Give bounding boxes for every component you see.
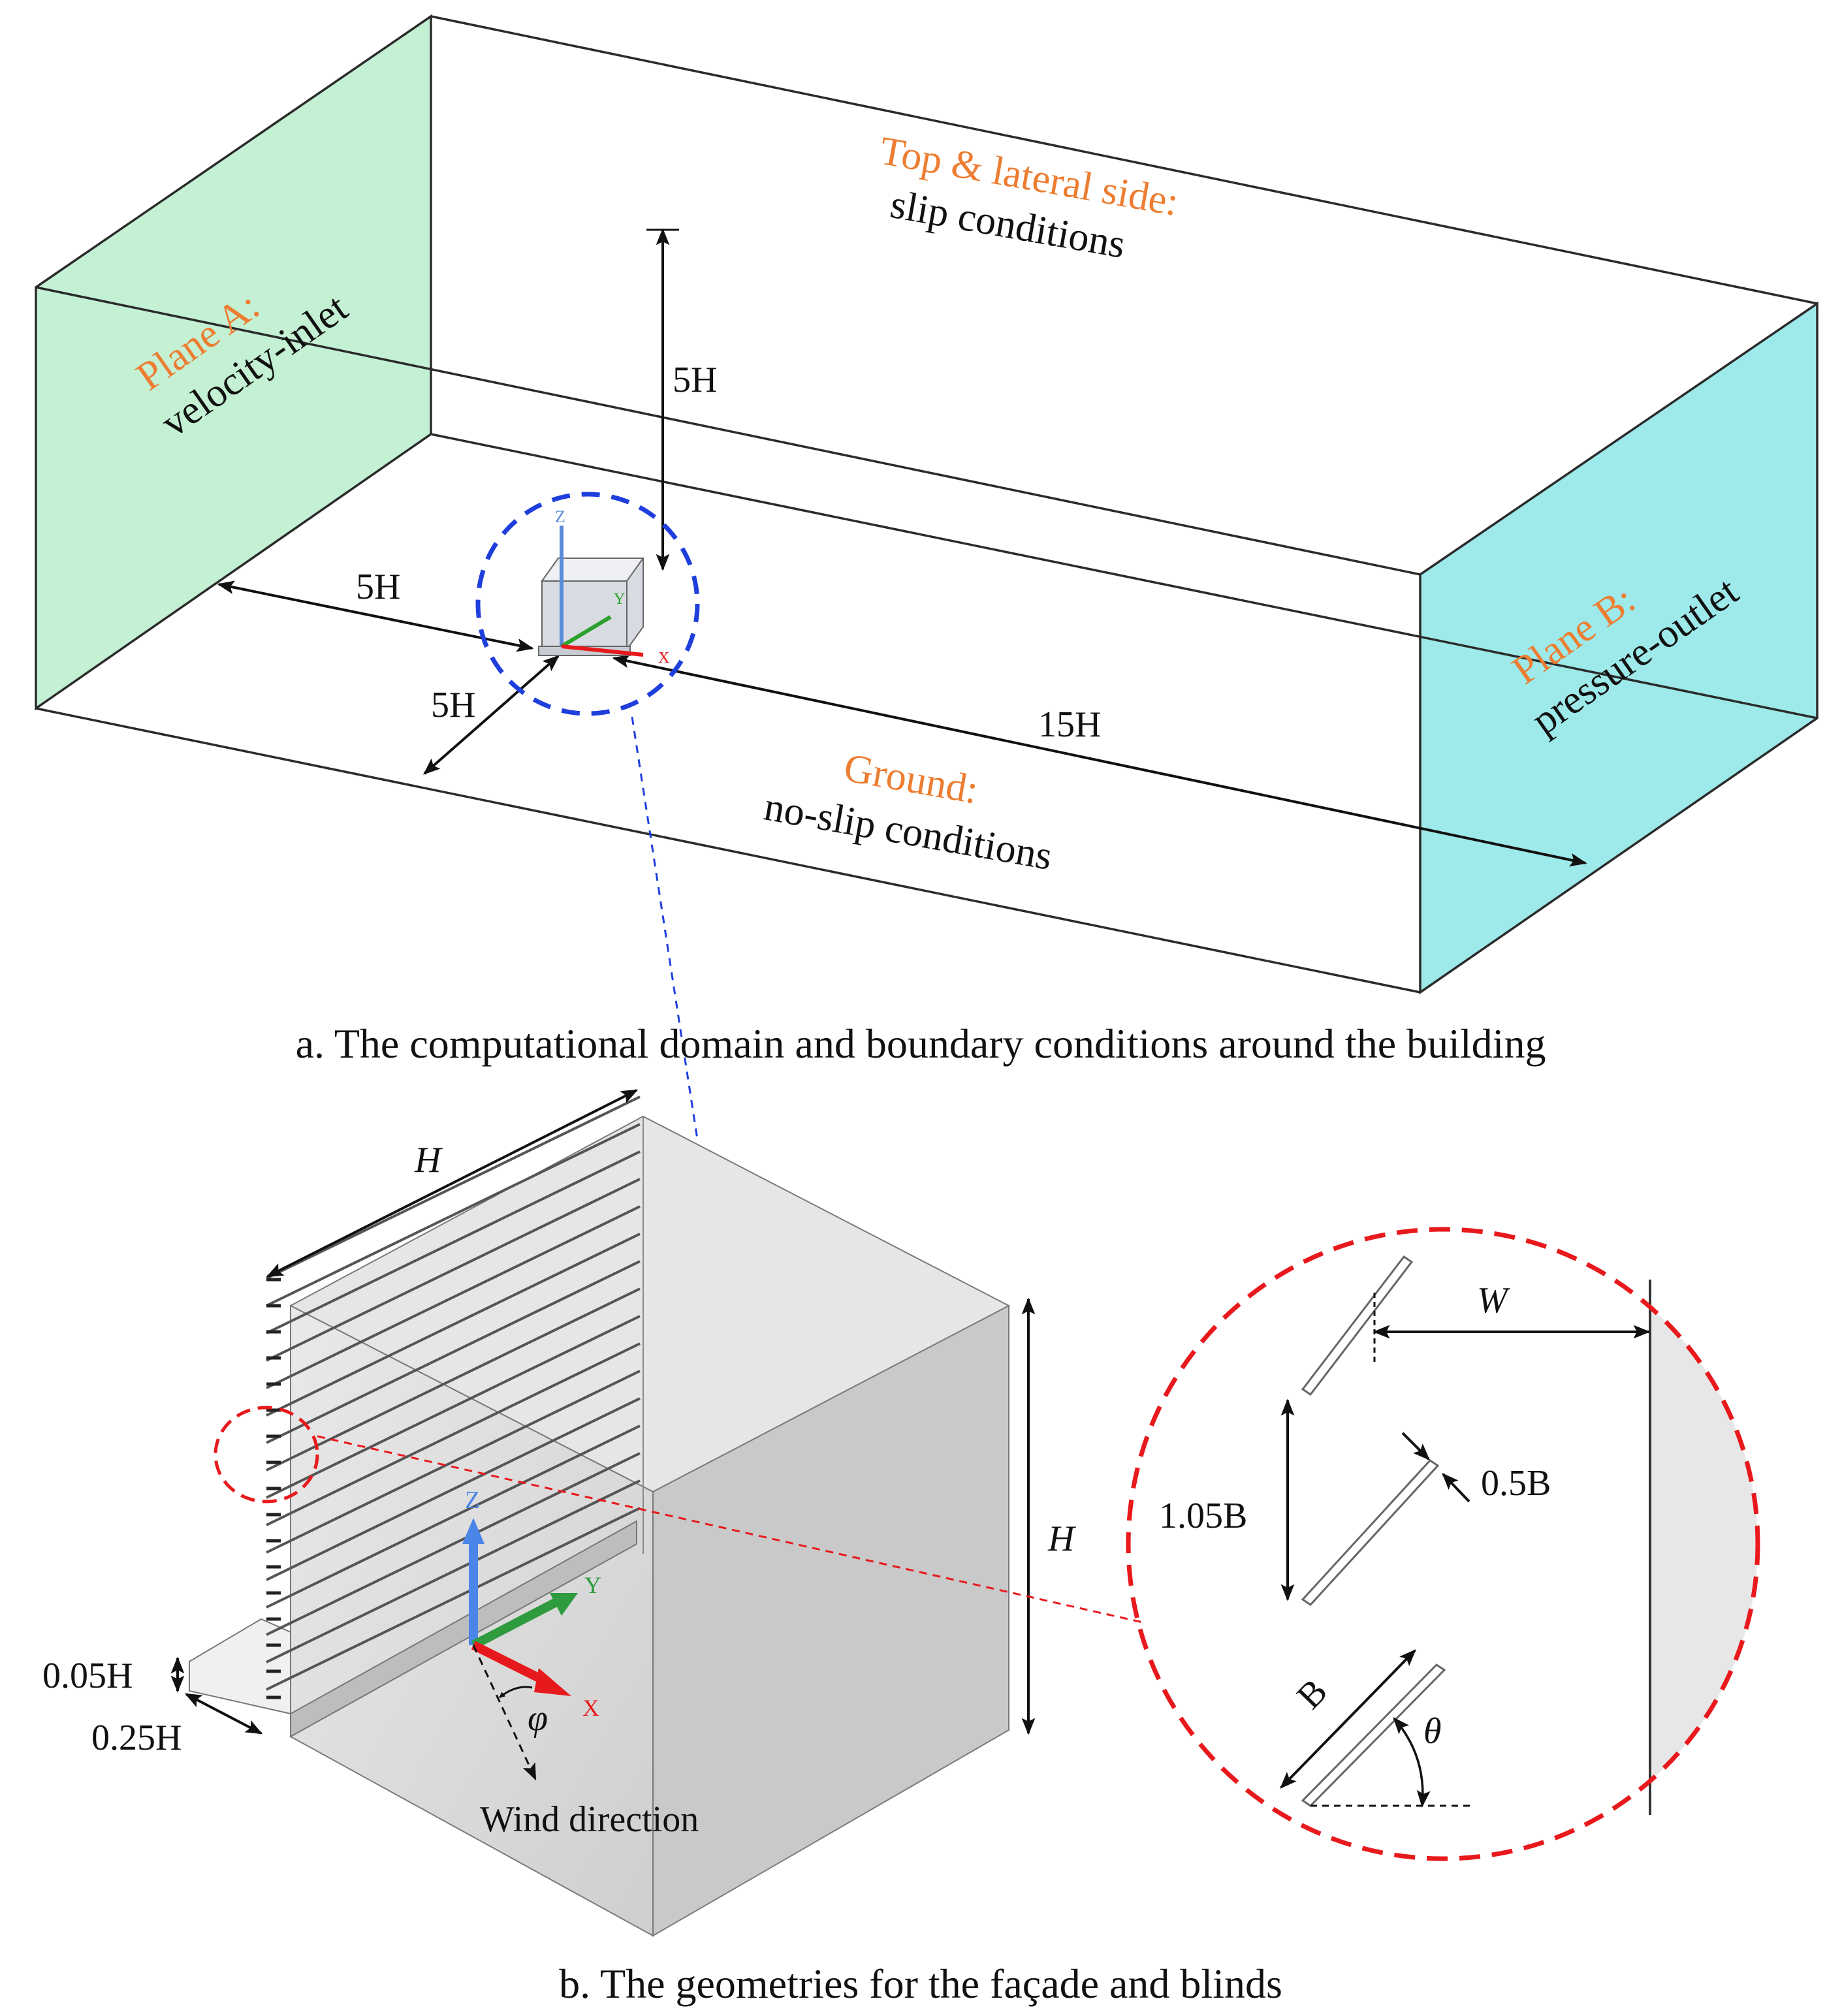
axis-y-small-label: Y [614, 591, 625, 608]
top-label: Top & lateral side: slip conditions [877, 129, 1182, 267]
detail-wall [1650, 1229, 1758, 1859]
axis-x [471, 1641, 548, 1686]
blinds-edge [266, 1278, 281, 1699]
axis-y [471, 1598, 558, 1650]
spacing-dim-label: 1.05B [1159, 1496, 1247, 1536]
upstream-dim-label: 5H [356, 567, 400, 607]
caption-a: a. The computational domain and boundary… [296, 1020, 1546, 1067]
downstream-dim-label: 15H [1038, 704, 1101, 745]
blind-detail: W 1.05B 0.5B B θ [1126, 1227, 1760, 1861]
theta-label: θ [1423, 1711, 1442, 1752]
balcony-depth-arrow [184, 1693, 263, 1735]
downstream-dim-arrow [612, 654, 1587, 867]
thickness-label: 0.5B [1481, 1463, 1551, 1504]
panel-b: H H 0.05H 0.25H Z Y X φ Wind direction [42, 1089, 1760, 2007]
phi-label: φ [528, 1698, 548, 1739]
blade-2 [1301, 1459, 1440, 1606]
domain-edge [35, 707, 1421, 994]
axis-y-small [560, 615, 612, 648]
height-dim-label: 5H [673, 360, 717, 400]
thickness-arrow-a [1401, 1432, 1430, 1460]
axis-y-label: Y [584, 1572, 601, 1598]
balcony-thickness-label: 0.05H [42, 1656, 133, 1696]
domain-edge [430, 15, 1818, 305]
balcony-edge [290, 1520, 637, 1738]
balcony-slab [189, 1618, 291, 1715]
balcony-depth-label: 0.25H [91, 1718, 182, 1758]
red-zoom-large [1126, 1227, 1760, 1861]
width-dim-arrow [266, 1089, 639, 1278]
wind-direction-label: Wind direction [480, 1799, 699, 1840]
axis-x-small-label: X [658, 650, 669, 667]
ground-label: Ground: no-slip conditions [761, 746, 1055, 879]
blade-width-label: B [1289, 1671, 1335, 1717]
panel-a: Plane A: velocity-inlet Plane B: pressur… [35, 14, 1818, 1140]
width-dim-label: H [414, 1140, 443, 1180]
axis-z-label: Z [465, 1487, 480, 1514]
gap-dim-label: W [1477, 1280, 1510, 1321]
theta-arc [1393, 1717, 1431, 1808]
building-small: Z Y X [538, 507, 669, 667]
blue-zoom-circle [475, 492, 700, 716]
lateral-dim-label: 5H [431, 685, 475, 725]
axis-x-label: X [582, 1695, 599, 1721]
red-zoom-small [214, 1406, 319, 1504]
axis-z-small-label: Z [555, 507, 565, 526]
axis-x-small [561, 644, 644, 657]
blade-1 [1301, 1255, 1414, 1396]
lateral-dim-arrow [423, 655, 560, 775]
height-b-dim-label: H [1047, 1519, 1076, 1559]
domain-edge [35, 286, 1421, 576]
caption-b: b. The geometries for the façade and bli… [559, 1961, 1282, 2007]
wind-direction-arrow [472, 1645, 537, 1781]
upstream-dim-arrow [217, 580, 534, 652]
blade-width-arrow [1280, 1649, 1416, 1789]
thickness-arrow-b [1442, 1473, 1470, 1503]
blue-zoom-line [631, 716, 699, 1140]
phi-arc [499, 1686, 533, 1699]
red-zoom-line [317, 1435, 1143, 1624]
cube-right-face [652, 1304, 1009, 1937]
